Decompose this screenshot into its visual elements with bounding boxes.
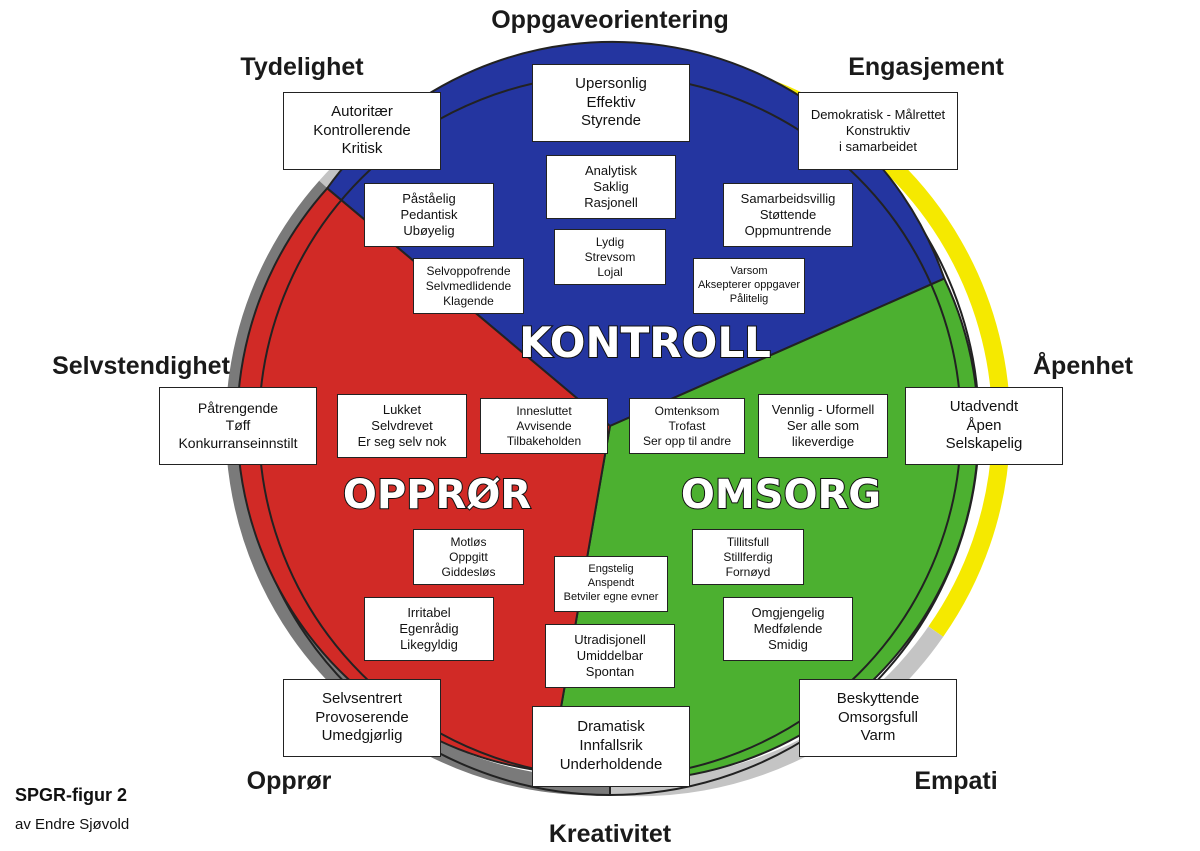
label-selvstendighet: Selvstendighet xyxy=(52,352,230,380)
label-tydelighet: Tydelighet xyxy=(240,53,364,81)
author-caption: av Endre Sjøvold xyxy=(15,816,130,833)
sector-title-omsorg: OMSORG xyxy=(681,472,881,518)
sector-title-opprør: OPPRØR xyxy=(343,472,531,518)
label-oppgaveorientering: Oppgaveorientering xyxy=(491,6,729,34)
figure-caption: SPGR-figur 2 xyxy=(15,785,128,805)
label-åpenhet: Åpenhet xyxy=(1033,351,1134,380)
label-empati: Empati xyxy=(914,767,997,795)
sector-title-kontroll: KONTROLL xyxy=(519,318,771,367)
label-kreativitet: Kreativitet xyxy=(549,820,672,848)
label-engasjement: Engasjement xyxy=(848,53,1004,81)
label-opprør: Opprør xyxy=(247,767,332,795)
ring-segment-dark-grey xyxy=(225,180,611,796)
sector-opprør xyxy=(236,186,612,773)
